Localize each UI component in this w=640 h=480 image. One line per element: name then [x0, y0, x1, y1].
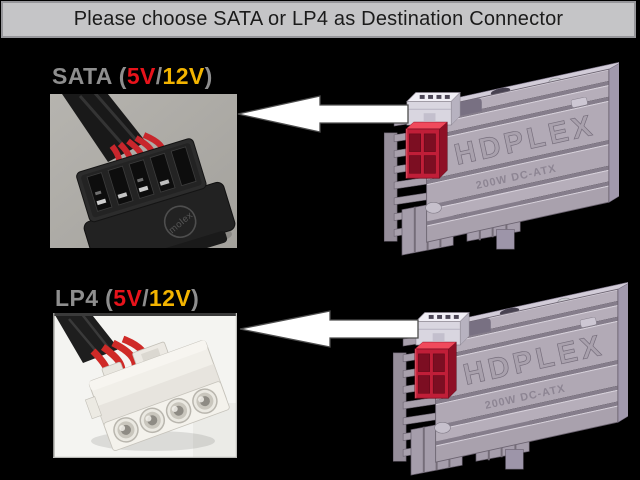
lp4-close-paren: )	[191, 285, 200, 311]
lp4-open-paren: (	[98, 285, 114, 311]
sata-5v-text: 5V	[126, 63, 156, 89]
photo-border-left	[53, 313, 55, 458]
photo-border-bottom	[53, 456, 237, 458]
lp4-label-name: LP4	[55, 285, 99, 311]
lp4-connector-body	[84, 340, 230, 451]
photo-border-top	[53, 313, 237, 316]
sata-slots	[86, 146, 197, 212]
sata-arrow-left-icon	[237, 95, 409, 133]
sata-section-label: SATA (5V/12V)	[52, 63, 213, 90]
title-bar: Please choose SATA or LP4 as Destination…	[1, 1, 636, 38]
sleeve-texture	[78, 94, 138, 147]
lp4-5v-text: 5V	[113, 285, 143, 311]
lp4-12v-text: 12V	[148, 285, 192, 311]
title-text: Please choose SATA or LP4 as Destination…	[73, 8, 564, 30]
sata-connector-photo: molex	[50, 94, 237, 248]
sata-close-paren: )	[204, 63, 213, 89]
lp4-arrow-left-icon	[239, 310, 419, 348]
hdplex-device-top	[383, 60, 619, 257]
sata-12v-text: 12V	[162, 63, 205, 89]
sata-connector-body: molex	[76, 138, 236, 248]
lp4-connector-photo	[53, 313, 237, 458]
hdplex-device-bottom	[392, 280, 628, 477]
lp4-section-label: LP4 (5V/12V)	[55, 285, 199, 312]
lp4-slash: /	[142, 285, 149, 311]
sata-open-paren: (	[111, 63, 127, 89]
photo-border-right	[235, 313, 237, 458]
sata-slash: /	[155, 63, 163, 89]
lp4-sockets	[113, 388, 218, 443]
sata-label-name: SATA	[52, 63, 112, 89]
